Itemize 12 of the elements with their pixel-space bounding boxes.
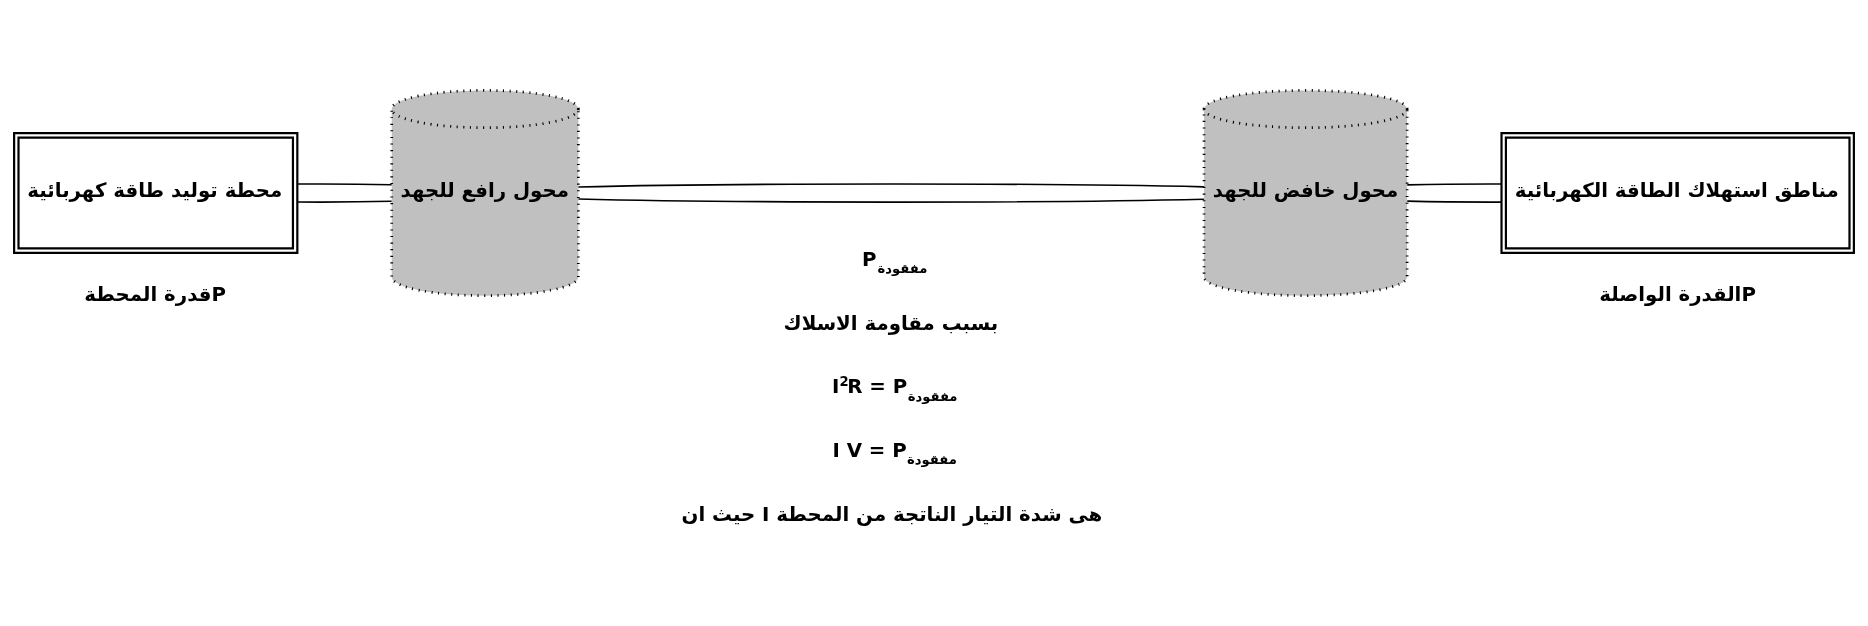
- connector: [296, 199, 393, 203]
- node-box: مناطق استهلاك الطاقة الكهربائية: [1500, 131, 1855, 254]
- node-label: القدرة الواصلةP: [1599, 282, 1756, 306]
- node-box: محطة توليد طاقة كهربائية: [13, 131, 299, 254]
- connector: [577, 197, 1205, 203]
- node-label: قدرة المحطةP: [84, 282, 226, 306]
- connector: [1406, 182, 1503, 186]
- connector: [577, 182, 1205, 188]
- label: بسبب مقاومة الاسلاك: [783, 311, 999, 335]
- connector: [296, 182, 393, 186]
- connector: [1406, 199, 1503, 203]
- label: حيث ان I هى شدة التيار الناتجة من المحطة: [681, 502, 1103, 526]
